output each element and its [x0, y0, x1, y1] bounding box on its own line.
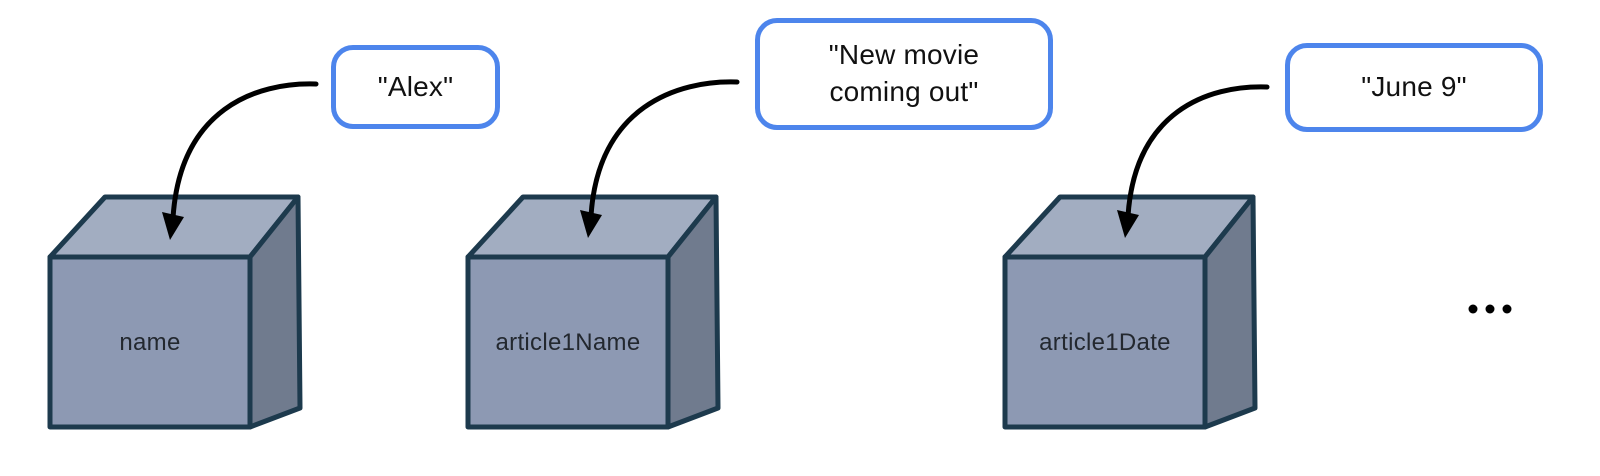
value-callout-alex: "Alex": [331, 45, 500, 129]
cube-article1name: article1Name: [465, 194, 721, 430]
cube-article1date: article1Date: [1002, 194, 1258, 430]
ellipsis-icon: [1468, 304, 1512, 314]
cube-label-name: name: [119, 329, 180, 356]
cube-front-face: [47, 254, 253, 430]
ellipsis-dot: [1502, 304, 1512, 314]
callout-value-text: "June 9": [1361, 71, 1467, 103]
arrowhead-icon: [162, 212, 184, 240]
arrow-alex-to-name: [162, 81, 319, 240]
ellipsis-dot: [1485, 304, 1495, 314]
cube-label-article1name: article1Name: [496, 329, 641, 356]
cube-front-face: [1002, 254, 1208, 430]
arrow-june-to-article1date: [1117, 84, 1270, 238]
arrow-shaft: [588, 79, 740, 219]
callout-value-text: "New movie coming out": [828, 39, 980, 107]
arrowhead-icon: [1117, 210, 1139, 238]
value-callout-june-9: "June 9": [1285, 43, 1543, 132]
callout-value-text: "Alex": [377, 70, 454, 102]
arrow-shaft: [1125, 84, 1270, 219]
arrowhead-icon: [580, 210, 602, 238]
ellipsis-dot: [1468, 304, 1478, 314]
cube-name: name: [47, 194, 303, 430]
value-callout-new-movie: "New movie coming out": [755, 18, 1053, 130]
arrow-movie-to-article1name: [580, 79, 740, 238]
cube-front-face: [465, 254, 671, 430]
cube-label-article1date: article1Date: [1039, 329, 1171, 356]
arrow-shaft: [170, 81, 319, 221]
